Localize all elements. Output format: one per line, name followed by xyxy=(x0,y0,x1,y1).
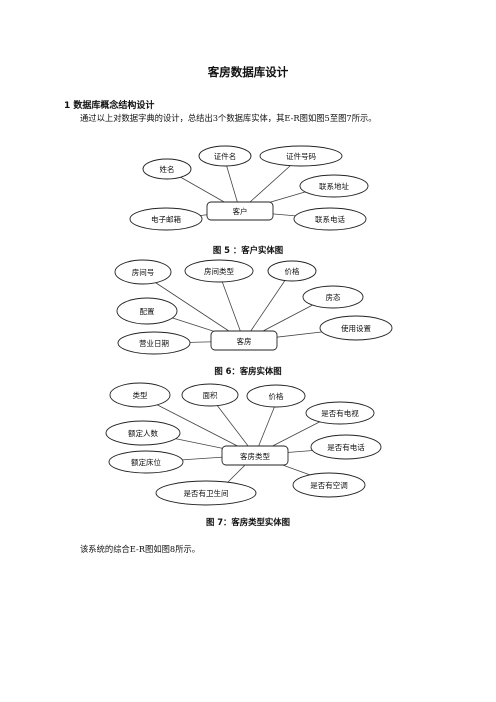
entity-customer xyxy=(206,201,274,221)
attr-usage-setting-label: 使用设置 xyxy=(341,323,371,333)
attr-configuration xyxy=(116,297,178,325)
attr-has-bathroom xyxy=(155,480,257,506)
attr-id-number xyxy=(259,145,343,167)
attr-area xyxy=(181,383,239,407)
attr-rated-beds xyxy=(108,450,184,474)
entity-room-type xyxy=(221,445,289,466)
attr-has-ac-label: 是否有空调 xyxy=(310,480,348,490)
attr-id-type xyxy=(198,145,252,167)
attr-has-tv xyxy=(305,401,375,425)
intro-paragraph: 通过以上对数据字典的设计，总结出3个数据库实体，其E-R图如图5至图7所示。 xyxy=(80,113,377,123)
attr-type-price-label: 价格 xyxy=(269,391,284,401)
entity-customer-label: 客户 xyxy=(233,206,248,216)
entity-room-label: 客房 xyxy=(237,336,252,346)
attr-usage-setting xyxy=(319,315,393,341)
attr-room-status xyxy=(302,285,364,309)
attr-room-number-label: 房间号 xyxy=(132,267,155,277)
attr-id-number-label: 证件号码 xyxy=(286,151,316,161)
attr-phone-label: 联系电话 xyxy=(315,214,345,224)
attr-has-tv-label: 是否有电视 xyxy=(321,408,359,418)
attr-rated-occupancy-label: 额定人数 xyxy=(128,428,158,438)
attr-has-phone-label: 是否有电话 xyxy=(327,442,365,452)
er-diagram-room: 房间号 房间类型 价格 房态 使用设置 营业日期 配置 客房 xyxy=(114,259,393,355)
attr-type xyxy=(109,382,171,408)
attr-has-bathroom-label: 是否有卫生间 xyxy=(184,488,229,498)
attr-type-label: 类型 xyxy=(133,390,148,400)
attr-address-label: 联系地址 xyxy=(319,181,349,191)
attr-address xyxy=(299,174,369,198)
attr-room-type-label: 房间类型 xyxy=(204,266,234,276)
figure-7-caption: 图 7：客房类型实体图 xyxy=(205,517,291,527)
attr-room-number xyxy=(114,259,172,285)
attr-business-date xyxy=(117,331,191,355)
attr-name xyxy=(142,158,192,180)
entity-room xyxy=(210,330,278,351)
section-heading: 1 数据库概念结构设计 xyxy=(64,101,155,111)
attr-name-label: 姓名 xyxy=(160,164,175,174)
attr-email xyxy=(129,207,203,231)
attr-type-price xyxy=(246,384,306,408)
attr-business-date-label: 营业日期 xyxy=(139,338,169,348)
er-diagram-room-type: 类型 面积 价格 是否有电视 是否有电话 是否有空调 是否有卫生间 额定床位 额… xyxy=(105,382,382,506)
attr-price-label: 价格 xyxy=(285,266,300,276)
figure-6-caption: 图 6：客房实体图 xyxy=(214,366,282,376)
attr-price xyxy=(267,260,317,282)
attr-room-status-label: 房态 xyxy=(326,292,341,302)
attr-configuration-label: 配置 xyxy=(140,307,155,316)
attr-area-label: 面积 xyxy=(203,390,218,400)
attr-has-phone xyxy=(310,434,382,460)
attr-rated-beds-label: 额定床位 xyxy=(131,457,161,467)
attr-room-type xyxy=(184,259,254,283)
figure-5-caption: 图 5 ：客户实体图 xyxy=(212,245,284,255)
attr-has-ac xyxy=(292,472,366,498)
attr-phone xyxy=(293,207,367,231)
attr-id-type-label: 证件名 xyxy=(214,151,237,161)
page-title: 客房数据库设计 xyxy=(207,65,289,79)
entity-room-type-label: 客房类型 xyxy=(240,451,270,461)
er-diagram-customer: 姓名 证件名 证件号码 联系地址 联系电话 电子邮箱 客户 xyxy=(129,145,369,231)
outro-paragraph: 该系统的综合E-R图如图8所示。 xyxy=(80,544,201,554)
attr-rated-occupancy xyxy=(105,420,181,446)
attr-email-label: 电子邮箱 xyxy=(151,214,181,224)
